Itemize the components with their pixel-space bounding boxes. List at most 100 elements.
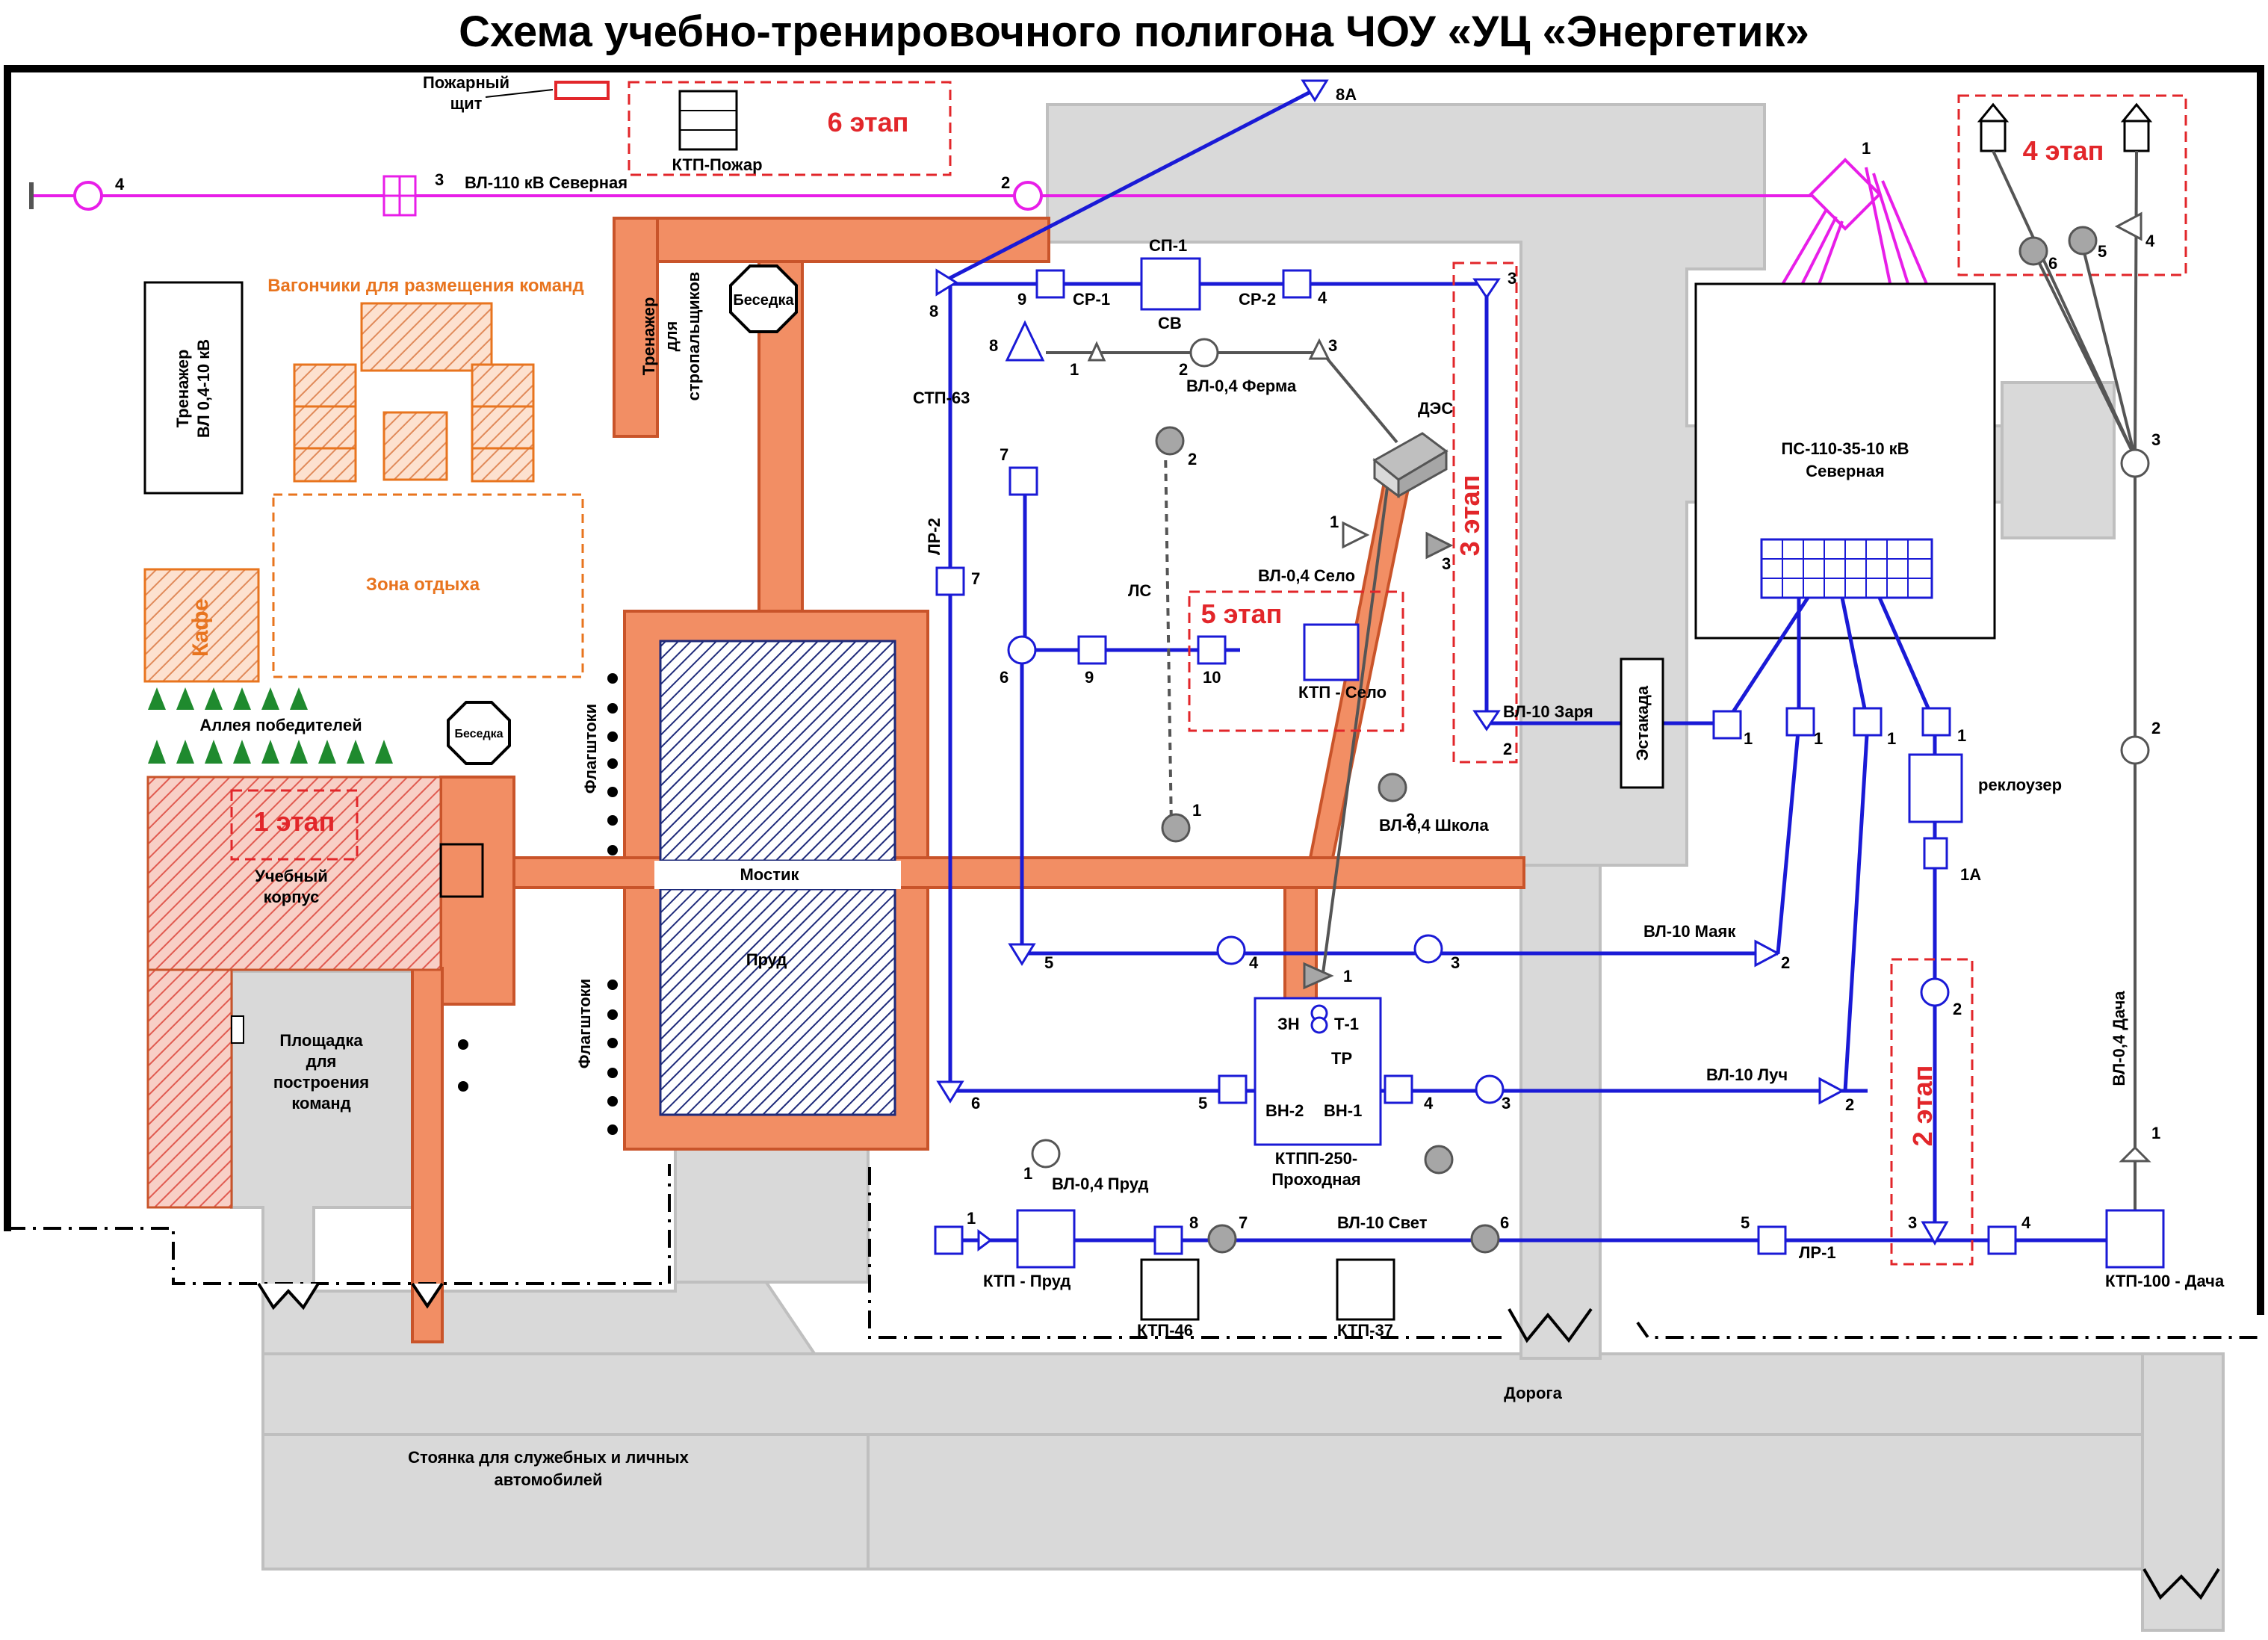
stage5-label: 5 этап	[1201, 598, 1283, 629]
cafe	[143, 568, 260, 683]
stairs-icon	[439, 843, 484, 898]
sv-label: СВ	[1158, 314, 1182, 332]
parking-label-2: автомобилей	[494, 1470, 602, 1489]
switchgear-icon	[1760, 538, 1933, 599]
edu-building-wing	[146, 968, 233, 1209]
edu-building-label-2: корпус	[264, 888, 320, 906]
dacha-node-3: 3	[2151, 430, 2160, 449]
ktp37-label: КТП-37	[1337, 1321, 1393, 1340]
node-4-top: 4	[1318, 288, 1327, 307]
node-1-b: 1	[1814, 729, 1823, 748]
flagpole-dots	[458, 673, 618, 1135]
ktpp-label-2: Проходная	[1271, 1170, 1360, 1189]
sp1-label: СП-1	[1149, 236, 1187, 255]
dacha-node-1: 1	[2151, 1124, 2160, 1142]
vl110-node-1: 1	[1862, 139, 1871, 158]
ktp100-label: КТП-100 - Дача	[2105, 1272, 2225, 1290]
node-6-luch: 6	[971, 1094, 980, 1113]
substation-label-1: ПС-110-35-10 кВ	[1781, 439, 1909, 458]
node-3-zarya: 3	[1508, 269, 1516, 288]
node-7-upper: 7	[1000, 445, 1008, 464]
edu-building-label-1: Учебный	[255, 867, 328, 885]
vl110-line	[29, 158, 1959, 357]
platform-label-3: построения	[273, 1073, 369, 1092]
vl110-node-3: 3	[435, 170, 444, 189]
vl04-selo-label: ВЛ-0,4 Село	[1258, 566, 1355, 585]
node-7-lr2: 7	[971, 569, 980, 588]
slinger-label-2: для	[662, 321, 681, 352]
node-3-ferma: 3	[1328, 336, 1337, 355]
vl04-shkola-label: ВЛ-0,4 Школа	[1379, 816, 1489, 835]
vl04-ferma-label: ВЛ-0,4 Ферма	[1186, 377, 1297, 395]
fire-shield-leader	[485, 89, 554, 98]
node-6-left: 6	[1000, 668, 1008, 687]
vl04-dacha-line	[2119, 448, 2151, 1210]
node-9-top: 9	[1017, 290, 1026, 309]
node-2-ferma: 2	[1179, 360, 1188, 379]
vl10-mayak-label: ВЛ-10 Маяк	[1643, 922, 1736, 941]
fence	[7, 1164, 2261, 1339]
node-2-luch: 2	[1845, 1095, 1854, 1114]
pond-south	[659, 888, 896, 1116]
vl04-prud-label: ВЛ-0,4 Пруд	[1052, 1175, 1148, 1193]
stage4-label: 4 этап	[2023, 135, 2104, 166]
pond-north	[659, 640, 896, 862]
node-1-ktpp: 1	[1343, 967, 1352, 985]
node-1-prud: 1	[967, 1209, 976, 1228]
node-10: 10	[1203, 668, 1221, 687]
trainer-vl-label-1: Тренажер	[173, 350, 192, 428]
wagons-label: Вагончики для размещения команд	[267, 276, 584, 296]
vn1-label: ВН-1	[1324, 1101, 1362, 1120]
gazebo-south-label: Беседка	[454, 728, 503, 740]
flagpoles-label-south: Флагштоки	[575, 979, 594, 1068]
node-5-mayak: 5	[1044, 953, 1053, 972]
stage6-box	[628, 81, 952, 176]
vl110-node-4: 4	[115, 175, 125, 194]
ktp46-label: КТП-46	[1137, 1321, 1193, 1340]
road-label: Дорога	[1504, 1384, 1562, 1402]
node-4-mayak: 4	[1249, 953, 1259, 972]
stage4-node-4: 4	[2145, 232, 2155, 250]
platform-label-4: команд	[291, 1094, 350, 1113]
ktp-selo-label: КТП - Село	[1298, 683, 1386, 702]
blue-elements	[934, 257, 2165, 1269]
lr1-label: ЛР-1	[1799, 1243, 1836, 1262]
node-3-luch: 3	[1502, 1094, 1511, 1113]
rest-zone	[272, 493, 584, 678]
ktp37-icon	[1336, 1258, 1395, 1321]
vn2-label: ВН-2	[1265, 1101, 1304, 1120]
ls-label: ЛС	[1128, 581, 1151, 600]
node-1-prud-top: 1	[1023, 1164, 1032, 1183]
vl110-node-2: 2	[1001, 173, 1010, 192]
node-6-svet: 6	[1500, 1213, 1509, 1232]
vl110-label: ВЛ-110 кВ Северная	[465, 173, 628, 192]
node-3-svet: 3	[1908, 1213, 1917, 1232]
node-2-zarya: 2	[1503, 740, 1512, 758]
cafe-label: Кафе	[188, 598, 213, 657]
node-9-mid: 9	[1085, 668, 1094, 687]
estakada	[1620, 657, 1664, 789]
slinger-label-3: стропальщиков	[684, 272, 703, 401]
ktp-pozhar-icon	[678, 90, 738, 151]
bridge-label: Мостик	[740, 865, 799, 884]
des-icon	[1372, 432, 1449, 498]
tree-icons	[148, 687, 393, 764]
node-4-svet: 4	[2021, 1213, 2031, 1232]
gazebo-south	[447, 701, 511, 765]
vl04-dacha-label: ВЛ-0,4 Дача	[2110, 991, 2128, 1086]
page-title: Схема учебно-тренировочного полигона ЧОУ…	[459, 7, 1809, 56]
gazebo-north-label: Беседка	[733, 292, 794, 309]
stp63-label: СТП-63	[913, 389, 970, 407]
ktp-prud-label: КТП - Пруд	[983, 1272, 1071, 1290]
vl10-zarya-label: ВЛ-10 Заря	[1503, 702, 1593, 721]
trainer-vl-label-2: ВЛ 0,4-10 кВ	[194, 339, 213, 438]
ktpp-label-1: КТПП-250-	[1275, 1149, 1357, 1168]
node-1-ls: 1	[1192, 801, 1201, 820]
node-8-stp: 8	[989, 336, 998, 355]
gray-areas	[230, 103, 2225, 1632]
stage4-towers	[1977, 102, 2153, 458]
vl10-luch-label: ВЛ-10 Луч	[1706, 1065, 1788, 1084]
t1-label: Т-1	[1334, 1015, 1359, 1033]
platform-label-2: для	[306, 1052, 337, 1071]
slinger-label-1: Тренажер	[639, 297, 658, 376]
